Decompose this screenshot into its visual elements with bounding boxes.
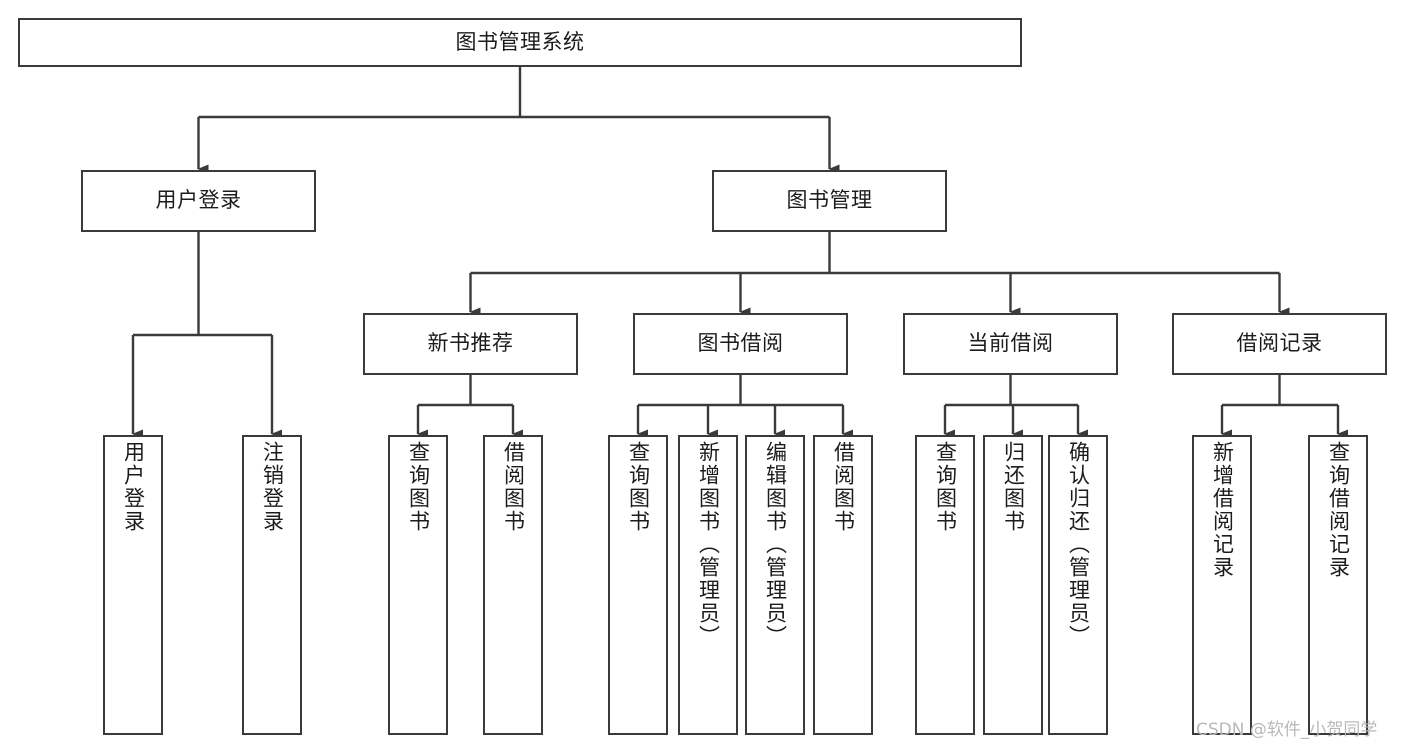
node-查询借阅记录-3-1[interactable]: 查询借阅记录: [1308, 435, 1368, 735]
node-label: 当前借阅: [967, 331, 1054, 356]
node-label: 新书推荐: [427, 331, 514, 356]
node-label: 借阅记录: [1236, 331, 1323, 356]
node-图书管理系统-0-0[interactable]: 图书管理系统: [18, 18, 1022, 67]
node-借阅图书-3-1[interactable]: 借阅图书: [483, 435, 543, 735]
node-label: 新增图书（管理员）: [696, 441, 721, 648]
node-新书推荐-2-0[interactable]: 新书推荐: [363, 313, 578, 375]
node-label: 查询图书: [626, 441, 651, 533]
node-新增图书管理员-3-1[interactable]: 新增图书（管理员）: [678, 435, 738, 735]
node-label: 确认归还（管理员）: [1066, 441, 1091, 648]
node-label: 用户登录: [155, 188, 242, 213]
node-借阅记录-2-3[interactable]: 借阅记录: [1172, 313, 1387, 375]
node-label: 图书借阅: [697, 331, 784, 356]
node-查询图书-3-0[interactable]: 查询图书: [915, 435, 975, 735]
node-确认归还管理员-3-2[interactable]: 确认归还（管理员）: [1048, 435, 1108, 735]
node-编辑图书管理员-3-2[interactable]: 编辑图书（管理员）: [745, 435, 805, 735]
node-label: 归还图书: [1001, 441, 1026, 533]
node-查询图书-3-0[interactable]: 查询图书: [608, 435, 668, 735]
node-label: 借阅图书: [501, 441, 526, 533]
node-label: 注销登录: [260, 441, 285, 533]
node-label: 查询图书: [933, 441, 958, 533]
node-用户登录-2-0[interactable]: 用户登录: [103, 435, 163, 735]
node-归还图书-3-1[interactable]: 归还图书: [983, 435, 1043, 735]
node-label: 新增借阅记录: [1210, 441, 1235, 579]
node-label: 编辑图书（管理员）: [763, 441, 788, 648]
node-label: 借阅图书: [831, 441, 856, 533]
node-label: 查询借阅记录: [1326, 441, 1351, 579]
node-新增借阅记录-3-0[interactable]: 新增借阅记录: [1192, 435, 1252, 735]
node-图书管理-1-1[interactable]: 图书管理: [712, 170, 947, 232]
node-label: 查询图书: [406, 441, 431, 533]
node-label: 图书管理: [786, 188, 873, 213]
node-label: 图书管理系统: [455, 29, 585, 54]
node-注销登录-2-1[interactable]: 注销登录: [242, 435, 302, 735]
node-用户登录-1-0[interactable]: 用户登录: [81, 170, 316, 232]
node-label: 用户登录: [121, 441, 146, 533]
node-图书借阅-2-1[interactable]: 图书借阅: [633, 313, 848, 375]
node-借阅图书-3-3[interactable]: 借阅图书: [813, 435, 873, 735]
node-当前借阅-2-2[interactable]: 当前借阅: [903, 313, 1118, 375]
node-查询图书-3-0[interactable]: 查询图书: [388, 435, 448, 735]
